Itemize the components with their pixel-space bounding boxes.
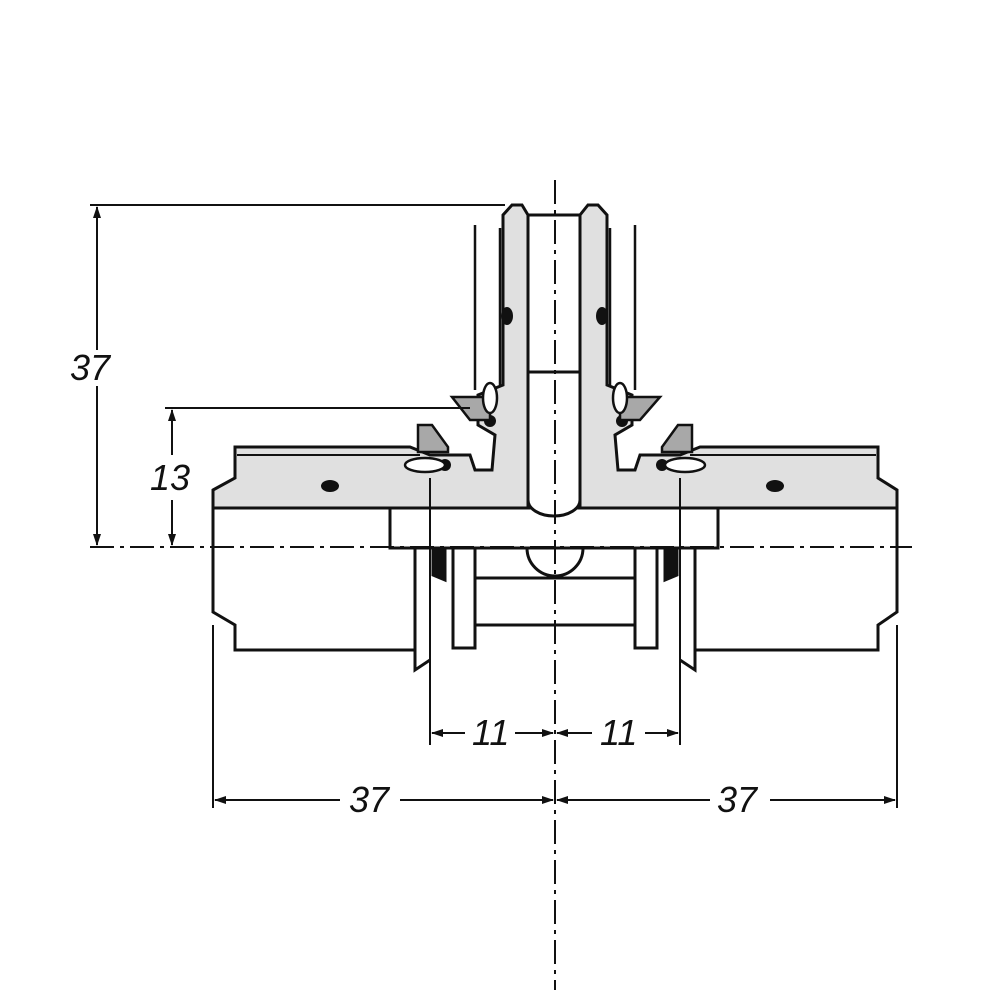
branch-sleeve	[473, 225, 637, 390]
dim-right-insert: 11	[596, 715, 642, 751]
dim-branch-offset: 13	[146, 460, 195, 496]
lower-pipe-section	[211, 506, 899, 673]
dimension-lines	[90, 204, 898, 808]
dim-left-insert: 11	[468, 715, 514, 751]
dim-overall-height: 37	[66, 350, 115, 386]
dim-left-length: 37	[345, 782, 394, 818]
dim-right-length: 37	[713, 782, 762, 818]
clips	[403, 381, 707, 474]
